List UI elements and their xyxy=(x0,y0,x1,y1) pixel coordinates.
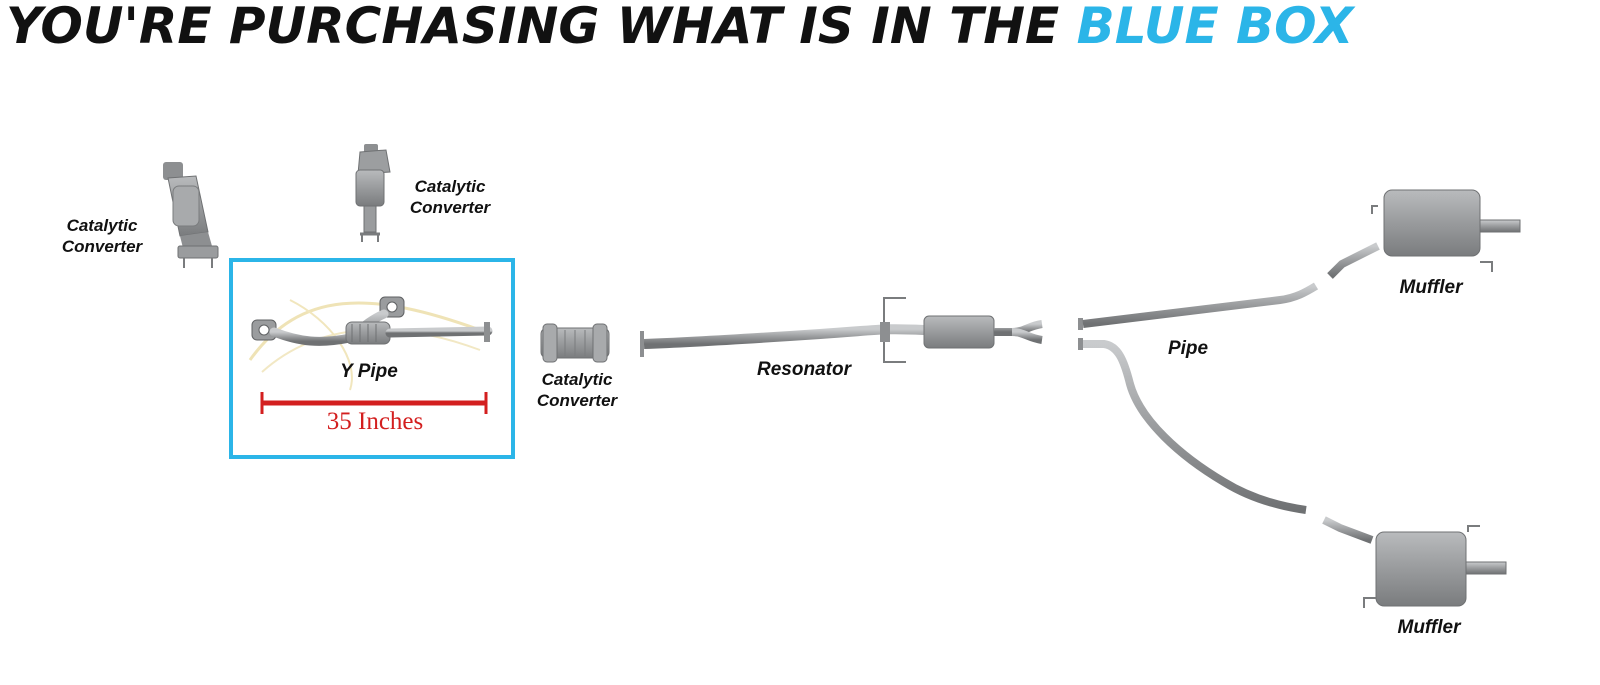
label-catalytic-converter-mid: Catalytic Converter xyxy=(527,369,627,411)
headline-accent-text: BLUE BOX xyxy=(1076,0,1354,55)
headline: YOU'RE PURCHASING WHAT IS IN THE BLUE BO… xyxy=(6,0,1353,54)
label-catalytic-converter-top: Catalytic Converter xyxy=(400,176,500,218)
label-line: Converter xyxy=(409,198,491,217)
catalytic-converter-top-part xyxy=(355,144,391,242)
catalytic-converter-left-part xyxy=(163,162,219,268)
label-pipe: Pipe xyxy=(1167,338,1209,359)
headline-main-text: YOU'RE PURCHASING WHAT IS IN THE xyxy=(6,0,1077,55)
label-muffler-bottom: Muffler xyxy=(1397,617,1461,638)
resonator-part xyxy=(640,297,1043,363)
pipe-part xyxy=(1078,282,1319,514)
label-muffler-top: Muffler xyxy=(1399,277,1463,298)
label-line: Catalytic xyxy=(414,177,486,196)
muffler-top-part xyxy=(1327,189,1521,279)
catalytic-converter-mid-part xyxy=(540,323,610,363)
label-catalytic-converter-left: Catalytic Converter xyxy=(52,215,152,257)
measurement-bar xyxy=(260,392,488,414)
muffler-bottom-part xyxy=(1322,516,1507,608)
label-line: Converter xyxy=(61,237,143,256)
label-line: Converter xyxy=(536,391,618,410)
label-resonator: Resonator xyxy=(757,359,851,380)
label-line: Catalytic xyxy=(66,216,138,235)
label-line: Catalytic xyxy=(541,370,613,389)
y-pipe-part xyxy=(248,296,493,391)
measurement-label: 35 Inches xyxy=(326,408,424,435)
label-y-pipe: Y Pipe xyxy=(340,361,398,382)
blue-purchase-box xyxy=(229,258,515,459)
